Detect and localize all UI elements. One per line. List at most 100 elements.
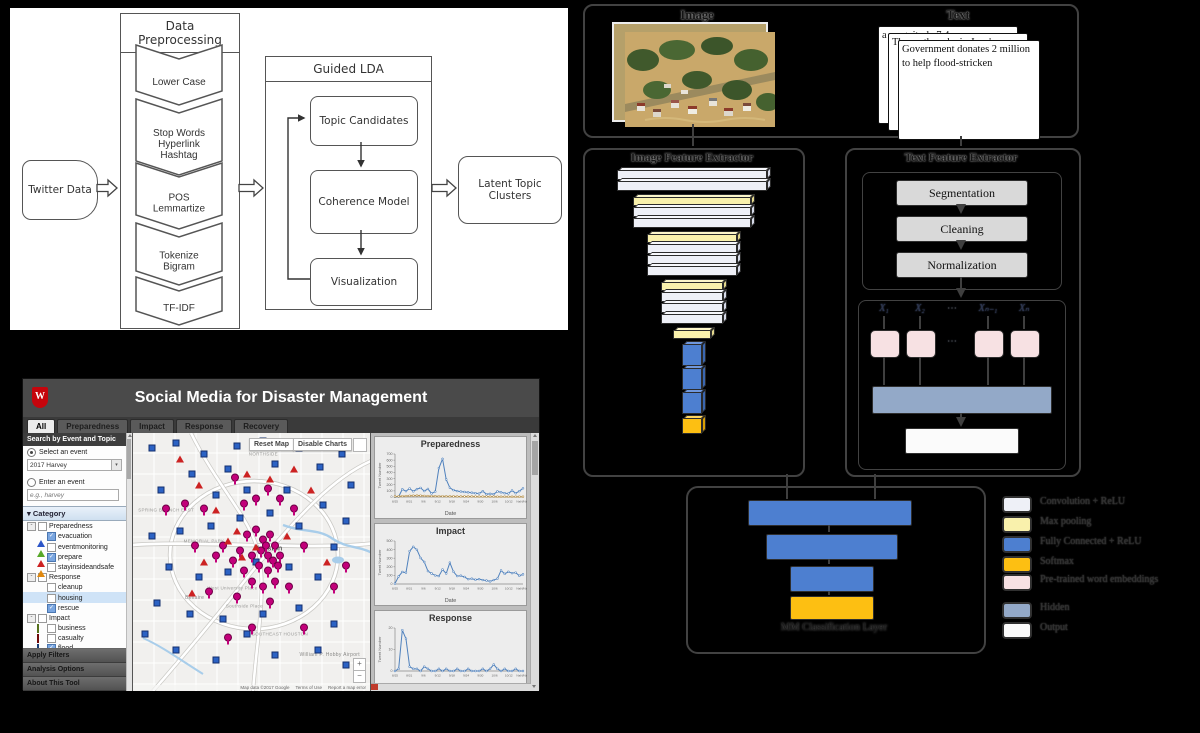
event-search-input[interactable] [27,489,119,501]
tab-recovery[interactable]: Recovery [234,419,289,433]
map-marker[interactable] [266,509,274,517]
checkbox[interactable] [47,562,56,572]
map-marker[interactable] [247,551,256,563]
map-marker[interactable] [264,551,273,563]
map-marker[interactable] [266,530,275,542]
map-marker[interactable] [316,463,324,471]
checkbox[interactable] [47,583,56,593]
map-marker[interactable] [233,527,242,535]
map-marker[interactable] [306,486,315,494]
tree-parent-impact[interactable]: - Impact [23,613,126,623]
checkbox[interactable]: ✓ [47,552,56,562]
map-marker[interactable] [240,499,249,511]
map-marker[interactable] [347,481,355,489]
map-marker[interactable] [338,450,346,458]
map-marker[interactable] [211,551,220,563]
map-marker[interactable] [271,460,279,468]
map-marker[interactable] [242,530,251,542]
checkbox[interactable] [38,573,47,583]
map-marker[interactable] [148,532,156,540]
checkbox[interactable]: ✓ [47,603,56,613]
checkbox[interactable] [38,522,47,532]
analysis-options-button[interactable]: Analysis Options [23,663,126,677]
map-marker[interactable] [323,558,332,566]
map-marker[interactable] [181,499,190,511]
enter-event-radio[interactable] [27,478,36,487]
map-marker[interactable] [271,577,280,589]
map-marker[interactable] [273,561,282,573]
map-marker[interactable] [162,504,171,516]
map-marker[interactable] [259,582,268,594]
scroll-down-icon[interactable] [532,685,537,688]
map-marker[interactable] [299,541,308,553]
map-marker[interactable] [342,561,351,573]
tree-item-flood[interactable]: ✓ flood [23,643,126,648]
map-marker[interactable] [285,563,293,571]
map-marker[interactable] [141,630,149,638]
tree-item-cleanup[interactable]: cleanup [23,582,126,593]
scroll-up-icon[interactable] [533,434,538,437]
map-marker[interactable] [186,610,194,618]
disable-charts-button[interactable]: Disable Charts [292,438,352,451]
map-marker[interactable] [195,573,203,581]
map-marker[interactable] [176,455,185,463]
map-marker[interactable] [342,661,350,669]
map-marker[interactable] [212,656,220,664]
map-marker[interactable] [290,504,299,516]
map-marker[interactable] [295,522,303,530]
map-marker[interactable] [200,450,208,458]
map-marker[interactable] [266,475,275,483]
expander-icon[interactable]: - [27,522,36,532]
map-marker[interactable] [252,543,261,551]
map-marker[interactable] [243,486,251,494]
map-marker[interactable] [200,558,209,566]
map-marker[interactable] [283,532,292,540]
map-marker[interactable] [233,442,241,450]
map-marker[interactable] [200,504,209,516]
map-marker[interactable] [285,582,294,594]
map-marker[interactable] [247,623,256,635]
map-marker[interactable] [295,604,303,612]
map-marker[interactable] [148,444,156,452]
map-marker[interactable] [283,486,291,494]
expander-icon[interactable]: - [27,613,36,623]
map-marker[interactable] [176,527,184,535]
zoom-out-button[interactable]: − [353,670,366,683]
checkbox[interactable]: ✓ [47,532,56,542]
tree-item-stayinsideandsafe[interactable]: stayinsideandsafe [23,562,126,578]
map-marker[interactable] [228,556,237,568]
map-marker[interactable] [252,494,261,506]
map-marker[interactable] [256,546,265,558]
map-marker[interactable] [240,566,249,578]
map-marker[interactable] [268,556,277,568]
map-marker[interactable] [319,501,327,509]
apply-filters-button[interactable]: Apply Filters [23,649,126,663]
tree-item-evacuation[interactable]: ✓ evacuation [23,531,126,547]
map-marker[interactable] [261,541,270,553]
tree-item-eventmonitoring[interactable]: eventmonitoring [23,541,126,558]
map-marker[interactable] [204,587,213,599]
select-event-radio[interactable] [27,448,36,457]
tab-response[interactable]: Response [175,419,233,433]
map-marker[interactable] [259,610,267,618]
map-marker[interactable] [330,582,339,594]
map-marker[interactable] [342,517,350,525]
map-marker[interactable] [238,553,247,561]
map-marker[interactable] [299,623,308,635]
tree-parent-preparedness[interactable]: - Preparedness [23,521,126,532]
tab-impact[interactable]: Impact [130,419,174,433]
terms-link[interactable]: Terms of Use [295,685,322,690]
map-marker[interactable] [195,481,204,489]
map-marker[interactable] [188,470,196,478]
checkbox[interactable] [47,634,56,644]
map-marker[interactable] [224,465,232,473]
map-marker[interactable] [242,470,251,478]
tree-item-casualty[interactable]: casualty [23,633,126,644]
map-marker[interactable] [243,630,251,638]
expander-icon[interactable]: - [27,573,36,583]
map-marker[interactable] [219,615,227,623]
reset-map-button[interactable]: Reset Map [248,438,294,451]
map-marker[interactable] [275,551,284,563]
map-marker[interactable] [275,494,284,506]
